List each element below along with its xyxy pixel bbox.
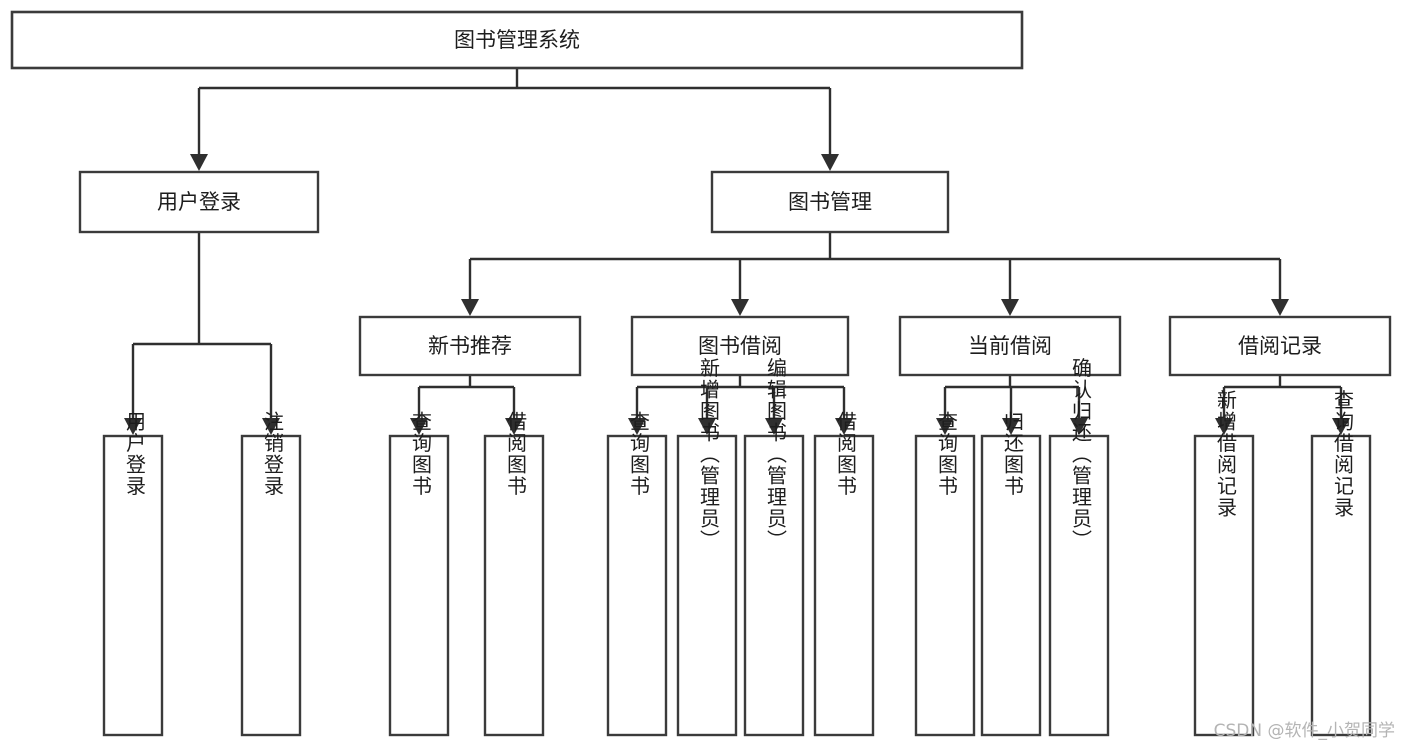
node-book-borrow[interactable]: 图书借阅	[630, 315, 850, 377]
node-current-borrow[interactable]: 当前借阅	[898, 315, 1122, 377]
node-leaf-logout[interactable]: 注销登录	[240, 411, 302, 737]
arrow-head-icon	[262, 418, 280, 435]
node-box-book-borrow[interactable]	[630, 315, 850, 377]
node-leaf-borrow-book-2[interactable]: 借阅图书	[813, 411, 875, 737]
node-layer: 图书管理系统用户登录图书管理新书推荐图书借阅当前借阅借阅记录用户登录注销登录查询…	[10, 10, 1392, 737]
node-label-leaf-user-login: 用户登录	[123, 411, 147, 497]
arrow-head-icon	[190, 154, 208, 171]
connector-group-root	[190, 68, 839, 171]
node-box-leaf-edit-book[interactable]	[743, 434, 805, 737]
node-box-leaf-borrow-book-2[interactable]	[813, 434, 875, 737]
node-root[interactable]: 图书管理系统	[10, 10, 1024, 70]
node-leaf-add-record[interactable]: 新增借阅记录	[1193, 389, 1255, 737]
node-label-book-borrow: 图书借阅	[698, 334, 782, 358]
arrow-head-icon	[1002, 418, 1020, 435]
connector-group-borrow_record	[1215, 375, 1350, 435]
node-box-root[interactable]	[10, 10, 1024, 70]
connector-group-book_manage	[461, 232, 1289, 316]
node-leaf-query-book-1[interactable]: 查询图书	[388, 411, 450, 737]
node-box-leaf-add-book[interactable]	[676, 434, 738, 737]
node-box-leaf-logout[interactable]	[240, 434, 302, 737]
arrow-head-icon	[410, 418, 428, 435]
connector-group-new_book_rec	[410, 375, 523, 435]
node-leaf-borrow-book-1[interactable]: 借阅图书	[483, 411, 545, 737]
node-label-leaf-edit-book: 编辑图书（管理员）	[764, 357, 788, 551]
node-leaf-query-record[interactable]: 查询借阅记录	[1310, 389, 1372, 737]
arrow-head-icon	[936, 418, 954, 435]
connector-layer	[124, 68, 1350, 435]
node-label-leaf-logout: 注销登录	[261, 411, 285, 497]
connector-group-book_borrow	[628, 375, 853, 435]
node-label-leaf-add-record: 新增借阅记录	[1214, 389, 1238, 518]
arrow-head-icon	[821, 154, 839, 171]
node-label-leaf-borrow-book-2: 借阅图书	[834, 411, 858, 497]
node-box-leaf-user-login[interactable]	[102, 434, 164, 737]
node-box-leaf-add-record[interactable]	[1193, 434, 1255, 737]
node-leaf-edit-book[interactable]: 编辑图书（管理员）	[743, 357, 805, 737]
node-label-new-book-rec: 新书推荐	[428, 334, 512, 358]
node-new-book-rec[interactable]: 新书推荐	[358, 315, 582, 377]
node-label-book-manage: 图书管理	[788, 190, 872, 214]
node-box-leaf-query-book-1[interactable]	[388, 434, 450, 737]
arrow-head-icon	[1271, 299, 1289, 316]
arrow-head-icon	[124, 418, 142, 435]
node-box-current-borrow[interactable]	[898, 315, 1122, 377]
node-box-leaf-query-book-2[interactable]	[606, 434, 668, 737]
node-label-leaf-query-book-2: 查询图书	[627, 411, 651, 497]
arrow-head-icon	[698, 418, 716, 435]
node-label-leaf-return-book: 归还图书	[1001, 411, 1025, 497]
connector-group-user_login	[124, 232, 280, 435]
arrow-head-icon	[1332, 418, 1350, 435]
arrow-head-icon	[461, 299, 479, 316]
node-label-leaf-query-record: 查询借阅记录	[1331, 389, 1355, 518]
node-label-root: 图书管理系统	[454, 28, 580, 52]
node-label-user-login: 用户登录	[157, 190, 241, 214]
node-leaf-query-book-3[interactable]: 查询图书	[914, 411, 976, 737]
arrow-head-icon	[765, 418, 783, 435]
arrow-head-icon	[1215, 418, 1233, 435]
arrow-head-icon	[731, 299, 749, 316]
arrow-head-icon	[628, 418, 646, 435]
arrow-head-icon	[835, 418, 853, 435]
node-leaf-user-login[interactable]: 用户登录	[102, 411, 164, 737]
arrow-head-icon	[505, 418, 523, 435]
node-box-leaf-confirm-return[interactable]	[1048, 434, 1110, 737]
node-leaf-return-book[interactable]: 归还图书	[980, 411, 1042, 737]
node-book-manage[interactable]: 图书管理	[710, 170, 950, 234]
node-label-leaf-confirm-return: 确认归还（管理员）	[1069, 357, 1093, 551]
node-label-leaf-query-book-3: 查询图书	[935, 411, 959, 497]
node-label-current-borrow: 当前借阅	[968, 334, 1052, 358]
node-box-leaf-return-book[interactable]	[980, 434, 1042, 737]
arrow-head-icon	[1001, 299, 1019, 316]
node-box-leaf-query-book-3[interactable]	[914, 434, 976, 737]
node-label-borrow-record: 借阅记录	[1238, 334, 1322, 358]
node-label-leaf-query-book-1: 查询图书	[409, 411, 433, 497]
node-leaf-add-book[interactable]: 新增图书（管理员）	[676, 357, 738, 737]
node-box-book-manage[interactable]	[710, 170, 950, 234]
arrow-head-icon	[1070, 418, 1088, 435]
node-box-user-login[interactable]	[78, 170, 320, 234]
node-label-leaf-add-book: 新增图书（管理员）	[697, 357, 721, 551]
node-box-borrow-record[interactable]	[1168, 315, 1392, 377]
connector-group-current_borrow	[936, 375, 1088, 435]
node-label-leaf-borrow-book-1: 借阅图书	[504, 411, 528, 497]
node-box-new-book-rec[interactable]	[358, 315, 582, 377]
node-borrow-record[interactable]: 借阅记录	[1168, 315, 1392, 377]
node-leaf-query-book-2[interactable]: 查询图书	[606, 411, 668, 737]
node-leaf-confirm-return[interactable]: 确认归还（管理员）	[1048, 357, 1110, 737]
node-user-login[interactable]: 用户登录	[78, 170, 320, 234]
node-box-leaf-borrow-book-1[interactable]	[483, 434, 545, 737]
node-box-leaf-query-record[interactable]	[1310, 434, 1372, 737]
